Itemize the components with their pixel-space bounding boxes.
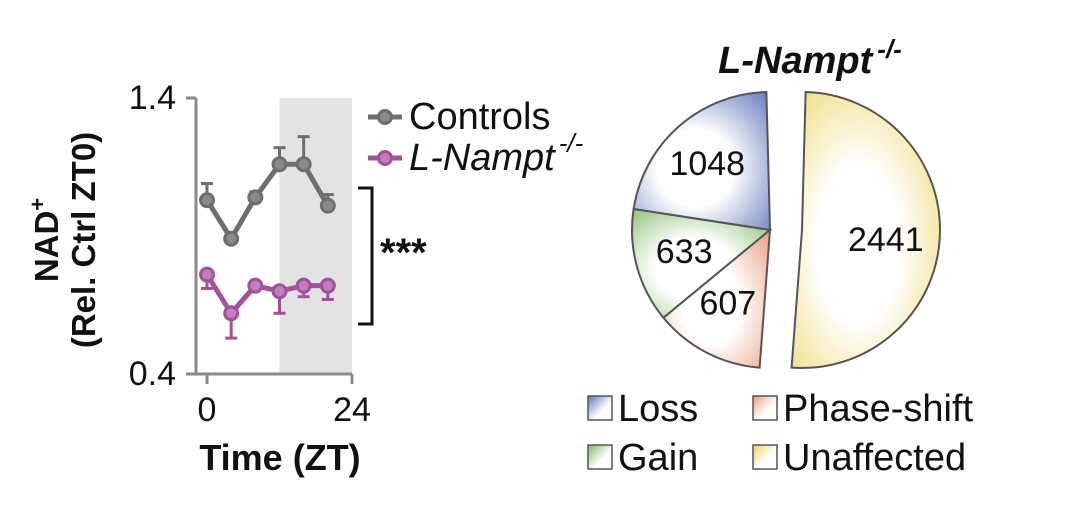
series-lnampt — [199, 266, 336, 340]
data-point — [295, 156, 312, 173]
pie-slice-phase-shift — [662, 227, 772, 369]
pie-title: L-Nampt-/- — [718, 34, 902, 82]
y-tick-label-top: 1.4 — [129, 79, 176, 117]
data-point — [247, 189, 264, 206]
legend-label-unaffected: Unaffected — [783, 437, 966, 479]
y-axis-label-sup: + — [25, 198, 50, 211]
legend-swatch-gain — [587, 444, 613, 470]
x-tick-label-24: 24 — [333, 391, 371, 429]
pie-slice-loss — [632, 91, 772, 232]
pie-chart: L-Nampt-/- 1048 633 607 2441 Loss Gain Phas… — [587, 34, 974, 479]
legend-label-loss: Loss — [618, 388, 698, 430]
pie-title-main: L-Nampt — [718, 40, 873, 82]
x-axis-label: Time (ZT) — [199, 437, 360, 478]
y-tick-label-bottom: 0.4 — [129, 355, 176, 393]
data-point — [271, 156, 288, 173]
pie-legend: Loss Gain Phase-shift Unaffected — [587, 388, 974, 479]
y-axis-label-main: NAD — [28, 211, 65, 283]
data-point — [199, 266, 215, 283]
legend-swatch-unaffected — [752, 444, 778, 470]
legend-label-gain: Gain — [618, 437, 698, 479]
pie-slice-unaffected — [790, 91, 941, 369]
svg-text:NAD+: NAD+ — [25, 198, 65, 282]
pie-value-gain: 633 — [656, 233, 713, 271]
legend-label-lnampt-main: L-Nampt — [409, 137, 556, 179]
legend-swatch-lnampt-marker — [377, 150, 393, 166]
legend-swatch-controls-marker — [377, 109, 393, 125]
data-point — [223, 305, 240, 322]
legend-swatch-phase-shift — [752, 395, 778, 421]
pie-title-sup: -/- — [877, 34, 902, 64]
line-chart: 1.4 0.4 0 24 Time (ZT) NAD+ (Rel. Ctrl Z… — [25, 79, 584, 478]
series-controls — [199, 135, 336, 247]
data-point — [199, 192, 215, 209]
legend-swatch-loss — [587, 395, 613, 421]
y-axis-label: NAD+ (Rel. Ctrl ZT0) — [25, 132, 102, 348]
pie-value-unaffected: 2441 — [848, 221, 924, 259]
data-point — [319, 197, 336, 214]
legend-label-lnampt: L-Nampt-/- — [409, 128, 584, 179]
significance-bracket: *** — [358, 186, 427, 326]
pie-value-phase-shift: 607 — [699, 284, 756, 322]
line-legend: Controls L-Nampt-/- — [368, 96, 584, 179]
legend-label-phase-shift: Phase-shift — [783, 388, 974, 430]
data-point — [319, 277, 336, 294]
data-point — [247, 277, 264, 294]
significance-label: *** — [380, 231, 427, 275]
pie-slice-gain — [631, 207, 773, 320]
data-point — [295, 277, 312, 294]
data-point — [271, 283, 288, 300]
pie-value-loss: 1048 — [669, 145, 745, 183]
legend-label-controls: Controls — [409, 96, 551, 138]
legend-label-lnampt-sup: -/- — [559, 128, 584, 158]
dark-phase-shading — [279, 98, 352, 374]
y-axis-label-line2: (Rel. Ctrl ZT0) — [65, 132, 102, 348]
data-point — [223, 230, 240, 247]
x-tick-label-0: 0 — [198, 391, 217, 429]
